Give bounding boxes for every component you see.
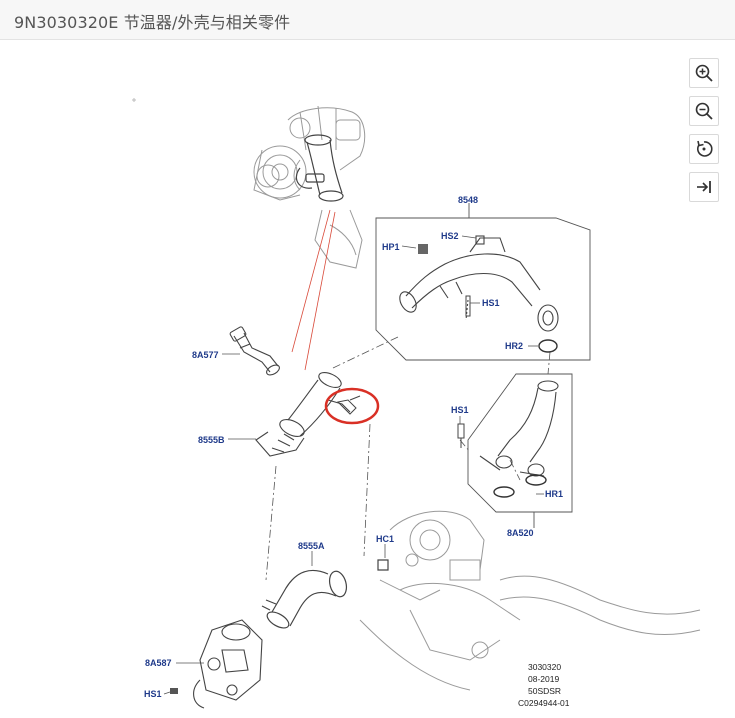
highlight-circle xyxy=(324,387,380,425)
zoom-out-button[interactable] xyxy=(689,96,719,126)
zoom-in-button[interactable] xyxy=(689,58,719,88)
zoom-in-icon xyxy=(695,64,713,82)
box-8548 xyxy=(375,217,591,361)
bottom-engine-block xyxy=(359,510,701,691)
label-8A520[interactable]: 8A520 xyxy=(507,528,534,538)
part-8555A xyxy=(261,569,348,629)
zoom-out-icon xyxy=(695,102,713,120)
ref-line-4: C0294944-01 xyxy=(518,698,570,708)
part-8A587 xyxy=(193,619,263,709)
label-HS1-bottom[interactable]: HS1 xyxy=(144,689,162,699)
box-8A520 xyxy=(467,373,573,513)
label-8548[interactable]: 8548 xyxy=(458,195,478,205)
label-8A587[interactable]: 8A587 xyxy=(145,658,172,668)
parts-diagram[interactable]: 8548 HP1 HS2 HS1 HR2 8A577 8555B HS1 HR1… xyxy=(0,41,735,713)
top-hose xyxy=(295,134,344,202)
part-8548-pipe xyxy=(399,235,559,332)
oring-HR2 xyxy=(538,339,558,353)
label-HS2[interactable]: HS2 xyxy=(441,231,459,241)
collapse-right-button[interactable] xyxy=(689,172,719,202)
ref-line-3: 50SDSR xyxy=(528,686,561,696)
ref-line-1: 3030320 xyxy=(528,662,561,672)
corner-marks xyxy=(132,98,136,102)
label-HR2[interactable]: HR2 xyxy=(505,341,523,351)
label-HS1-top[interactable]: HS1 xyxy=(482,298,500,308)
viewer-toolbar xyxy=(689,58,719,210)
label-8555A[interactable]: 8555A xyxy=(298,541,325,551)
screw-HS1-top xyxy=(465,295,471,317)
rotate-button[interactable] xyxy=(689,134,719,164)
highlighted-fitting xyxy=(336,395,361,415)
part-8A520-pipe xyxy=(479,380,559,477)
oring-HR1 xyxy=(493,474,547,498)
label-HP1[interactable]: HP1 xyxy=(382,242,400,252)
clip-HP1 xyxy=(418,244,428,254)
screw-HS1-mid xyxy=(457,423,465,448)
clip-HC1 xyxy=(377,559,389,571)
label-HC1[interactable]: HC1 xyxy=(376,534,394,544)
label-HS1-mid[interactable]: HS1 xyxy=(451,405,469,415)
label-HR1[interactable]: HR1 xyxy=(545,489,563,499)
label-leaders xyxy=(163,235,544,695)
top-engine-assembly xyxy=(253,105,366,269)
label-8A577[interactable]: 8A577 xyxy=(192,350,219,360)
title-bar: 9N3030320E 节温器/外壳与相关零件 xyxy=(0,0,735,40)
label-8555B[interactable]: 8555B xyxy=(198,435,225,445)
page-title: 9N3030320E 节温器/外壳与相关零件 xyxy=(14,13,291,32)
collapse-right-icon xyxy=(697,181,711,193)
part-8555B xyxy=(255,372,351,457)
screw-HS1-bottom xyxy=(170,688,178,694)
red-lines xyxy=(291,209,336,371)
part-8A577 xyxy=(229,326,280,376)
ref-line-2: 08-2019 xyxy=(528,674,559,684)
rotate-icon xyxy=(696,140,713,157)
parts-diagram-svg: 8548 HP1 HS2 HS1 HR2 8A577 8555B HS1 HR1… xyxy=(132,98,701,709)
